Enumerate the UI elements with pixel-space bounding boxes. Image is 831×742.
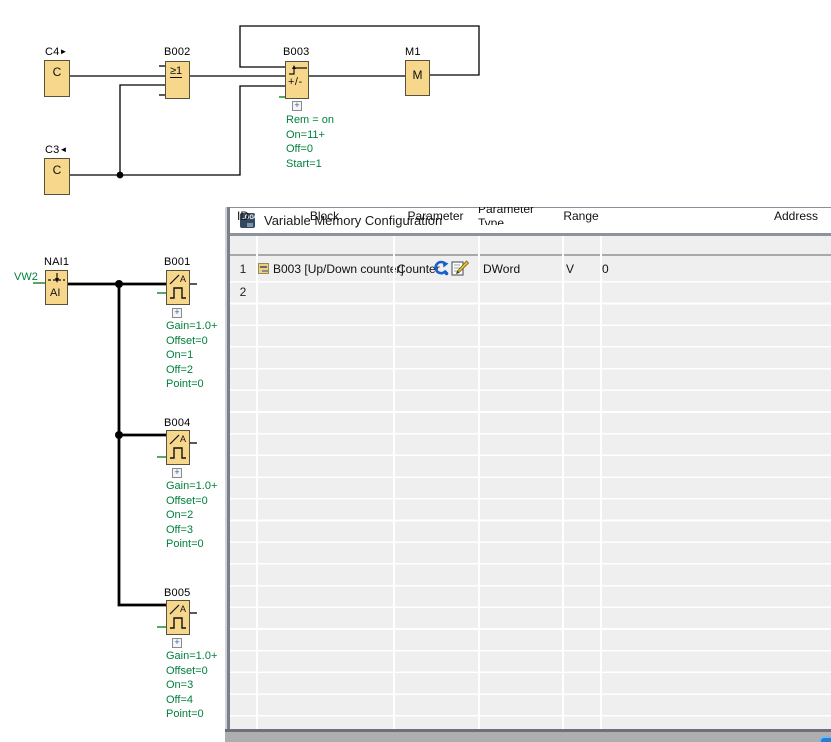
header-block[interactable]: Block	[309, 208, 340, 223]
block-b002-or[interactable]: ≥1	[165, 61, 190, 99]
expand-parameters-button[interactable]: +	[292, 101, 302, 111]
dialog-border	[225, 729, 831, 732]
edit-pencil-icon[interactable]	[451, 260, 469, 277]
block-label-c4: C4►	[45, 46, 68, 58]
param-text: Gain=1.0+	[166, 650, 218, 662]
param-text: Offset=0	[166, 334, 208, 347]
header-id[interactable]: ID	[237, 208, 249, 223]
counter-edge-icon	[289, 65, 307, 75]
table-body	[230, 255, 831, 729]
variable-memory-config-dialog: LOGO Variable Memory Configuration ID Bl…	[225, 207, 831, 732]
param-text: Start=1	[286, 157, 322, 170]
block-label-b003: B003	[283, 46, 310, 58]
bottom-frame	[225, 732, 831, 742]
cell-parameter-type: DWord	[483, 262, 521, 276]
param-text: Off=0	[286, 143, 314, 155]
block-label-nai1: NAI1	[44, 256, 70, 268]
cell-block: B003 [Up/Down counter]	[273, 262, 404, 276]
param-text: Point=0	[166, 378, 204, 390]
cursor-key-right-icon: ►	[59, 47, 68, 56]
block-label-b005: B005	[164, 587, 191, 599]
expand-parameters-button[interactable]: +	[172, 638, 182, 648]
block-c4-cursor-key[interactable]: C	[44, 60, 70, 97]
dialog-border	[225, 207, 227, 732]
header-parameter[interactable]: Parameter	[407, 208, 464, 223]
updown-counter-symbol: +/-	[288, 76, 303, 88]
dialog-border	[225, 207, 831, 208]
analog-input-symbol: AI	[50, 287, 61, 299]
cursor-key-symbol: C	[52, 65, 62, 79]
titlebar-separator	[230, 233, 831, 236]
column-separator	[393, 236, 395, 729]
param-text: Gain=1.0+	[166, 480, 218, 492]
column-separator	[600, 236, 602, 729]
block-b003-updown-counter[interactable]: +/-	[285, 61, 309, 99]
empty-row-grid	[230, 281, 831, 729]
param-text: Offset=0	[166, 494, 208, 507]
block-c3-cursor-key[interactable]: C	[44, 158, 70, 195]
param-text: Point=0	[166, 708, 204, 720]
dialog-titlebar[interactable]: LOGO Variable Memory Configuration	[230, 208, 831, 233]
param-text: Point=0	[166, 538, 204, 550]
cell-parameter: Counter	[397, 262, 440, 276]
cell-address: 0	[602, 262, 609, 276]
block-label-b004: B004	[164, 417, 191, 429]
param-text: Off=4	[166, 693, 194, 706]
network-input-icon	[48, 273, 65, 283]
param-text: On=1	[166, 349, 194, 361]
analog-threshold-icon: A	[169, 604, 186, 629]
svg-text:A: A	[180, 434, 186, 444]
flag-symbol: M	[412, 68, 423, 82]
analog-threshold-icon: A	[169, 434, 186, 459]
expand-parameters-button[interactable]: +	[172, 308, 182, 318]
block-label-m1: M1	[405, 46, 421, 58]
header-parameter-type[interactable]: Parameter Type	[478, 207, 535, 225]
block-b004-analog-threshold[interactable]: A	[166, 430, 190, 465]
reference-refresh-icon[interactable]	[432, 260, 449, 277]
param-text: On=2	[166, 509, 194, 521]
table-header	[230, 236, 831, 254]
block-m1-flag[interactable]: M	[405, 60, 430, 96]
param-text: On=3	[166, 679, 194, 691]
block-label-b002: B002	[164, 46, 191, 58]
param-text: Rem = on	[286, 114, 334, 126]
row-id: 1	[239, 262, 247, 276]
column-separator	[478, 236, 480, 729]
block-b001-analog-threshold[interactable]: A	[166, 270, 190, 305]
expand-parameters-button[interactable]: +	[172, 468, 182, 478]
block-label-b001: B001	[164, 256, 191, 268]
param-text: Off=2	[166, 363, 194, 376]
param-text: Gain=1.0+	[166, 320, 218, 332]
analog-threshold-icon: A	[169, 274, 186, 299]
window-corner-peek[interactable]	[819, 736, 831, 742]
cursor-key-left-icon: ◄	[59, 145, 68, 154]
column-separator	[562, 236, 564, 729]
or-gate-symbol: ≥1	[170, 65, 183, 78]
svg-text:A: A	[180, 604, 186, 614]
param-text: On=11+	[286, 128, 325, 141]
param-text: Off=3	[166, 523, 194, 536]
block-b005-analog-threshold[interactable]: A	[166, 600, 190, 635]
param-text: Offset=0	[166, 664, 208, 677]
header-range[interactable]: Range	[563, 208, 599, 223]
dialog-title: Variable Memory Configuration	[264, 213, 443, 228]
block-thumbnail-icon	[258, 263, 269, 274]
row-id: 2	[239, 285, 247, 299]
header-border	[230, 253, 831, 256]
cursor-key-symbol: C	[52, 163, 62, 177]
block-nai1-network-analog-input[interactable]: AI	[45, 270, 68, 305]
cell-range: V	[566, 262, 575, 276]
block-label-c3: C3◄	[45, 144, 68, 156]
header-address[interactable]: Address	[773, 208, 818, 223]
logo-softcomfort-icon: LOGO	[240, 213, 259, 228]
network-input-address-label: VW2	[14, 271, 38, 283]
dialog-border[interactable]	[227, 207, 230, 732]
svg-text:A: A	[180, 274, 186, 284]
column-separator	[256, 236, 258, 729]
